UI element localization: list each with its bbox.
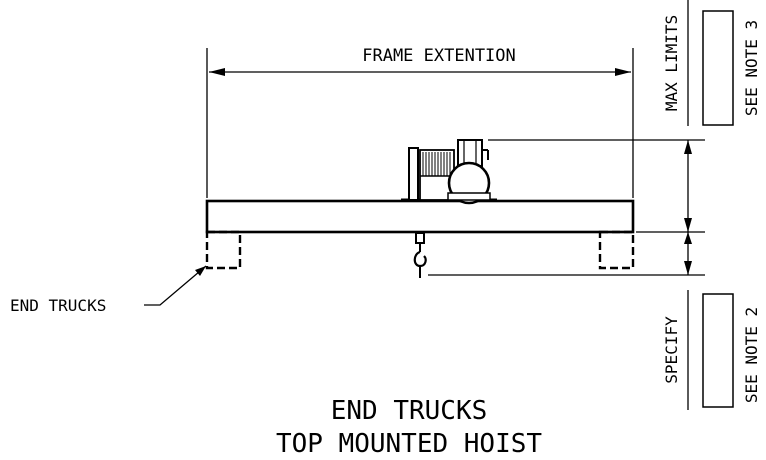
end-trucks-leader xyxy=(144,265,207,306)
see-note-3-label: SEE NOTE 3 xyxy=(742,20,761,116)
frame-extension-label: FRAME EXTENTION xyxy=(362,46,516,66)
end-trucks-leader-arrow xyxy=(195,266,206,276)
hook xyxy=(413,232,427,278)
frame-extension-dimension xyxy=(206,48,634,198)
see-note-2-label: SEE NOTE 2 xyxy=(742,307,761,403)
bridge-girder xyxy=(205,199,635,234)
specify-label: SPECIFY xyxy=(662,316,681,384)
note-box-bottom xyxy=(702,293,734,408)
hoist xyxy=(401,139,497,205)
max-limits-label: MAX LIMITS xyxy=(662,15,681,111)
title-line-1: END TRUCKS xyxy=(331,396,488,426)
note-box-top xyxy=(702,10,734,126)
title-line-2: TOP MOUNTED HOIST xyxy=(276,429,542,459)
vertical-dimension-chain xyxy=(684,140,692,275)
end-truck-right xyxy=(598,230,635,270)
end-trucks-callout-label: END TRUCKS xyxy=(10,296,106,315)
end-truck-left xyxy=(205,230,242,270)
